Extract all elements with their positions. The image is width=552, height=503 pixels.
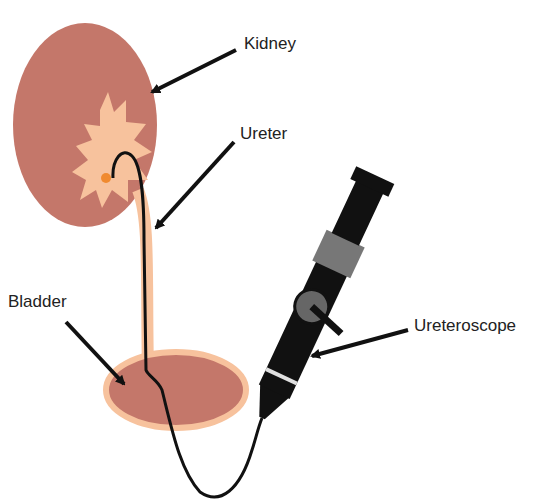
part-label: Ureter — [240, 124, 287, 144]
ureteroscope-body — [243, 166, 408, 433]
leader-arrow — [66, 322, 124, 384]
scope-cable — [113, 153, 262, 497]
bladder-shape — [106, 352, 246, 428]
leader-arrow — [156, 142, 234, 228]
part-label: Kidney — [244, 34, 296, 54]
part-label: Bladder — [8, 292, 67, 312]
leader-arrow — [152, 50, 236, 92]
kidney-stone — [101, 173, 111, 183]
leader-arrow — [312, 330, 408, 356]
part-label: Ureteroscope — [414, 316, 516, 336]
